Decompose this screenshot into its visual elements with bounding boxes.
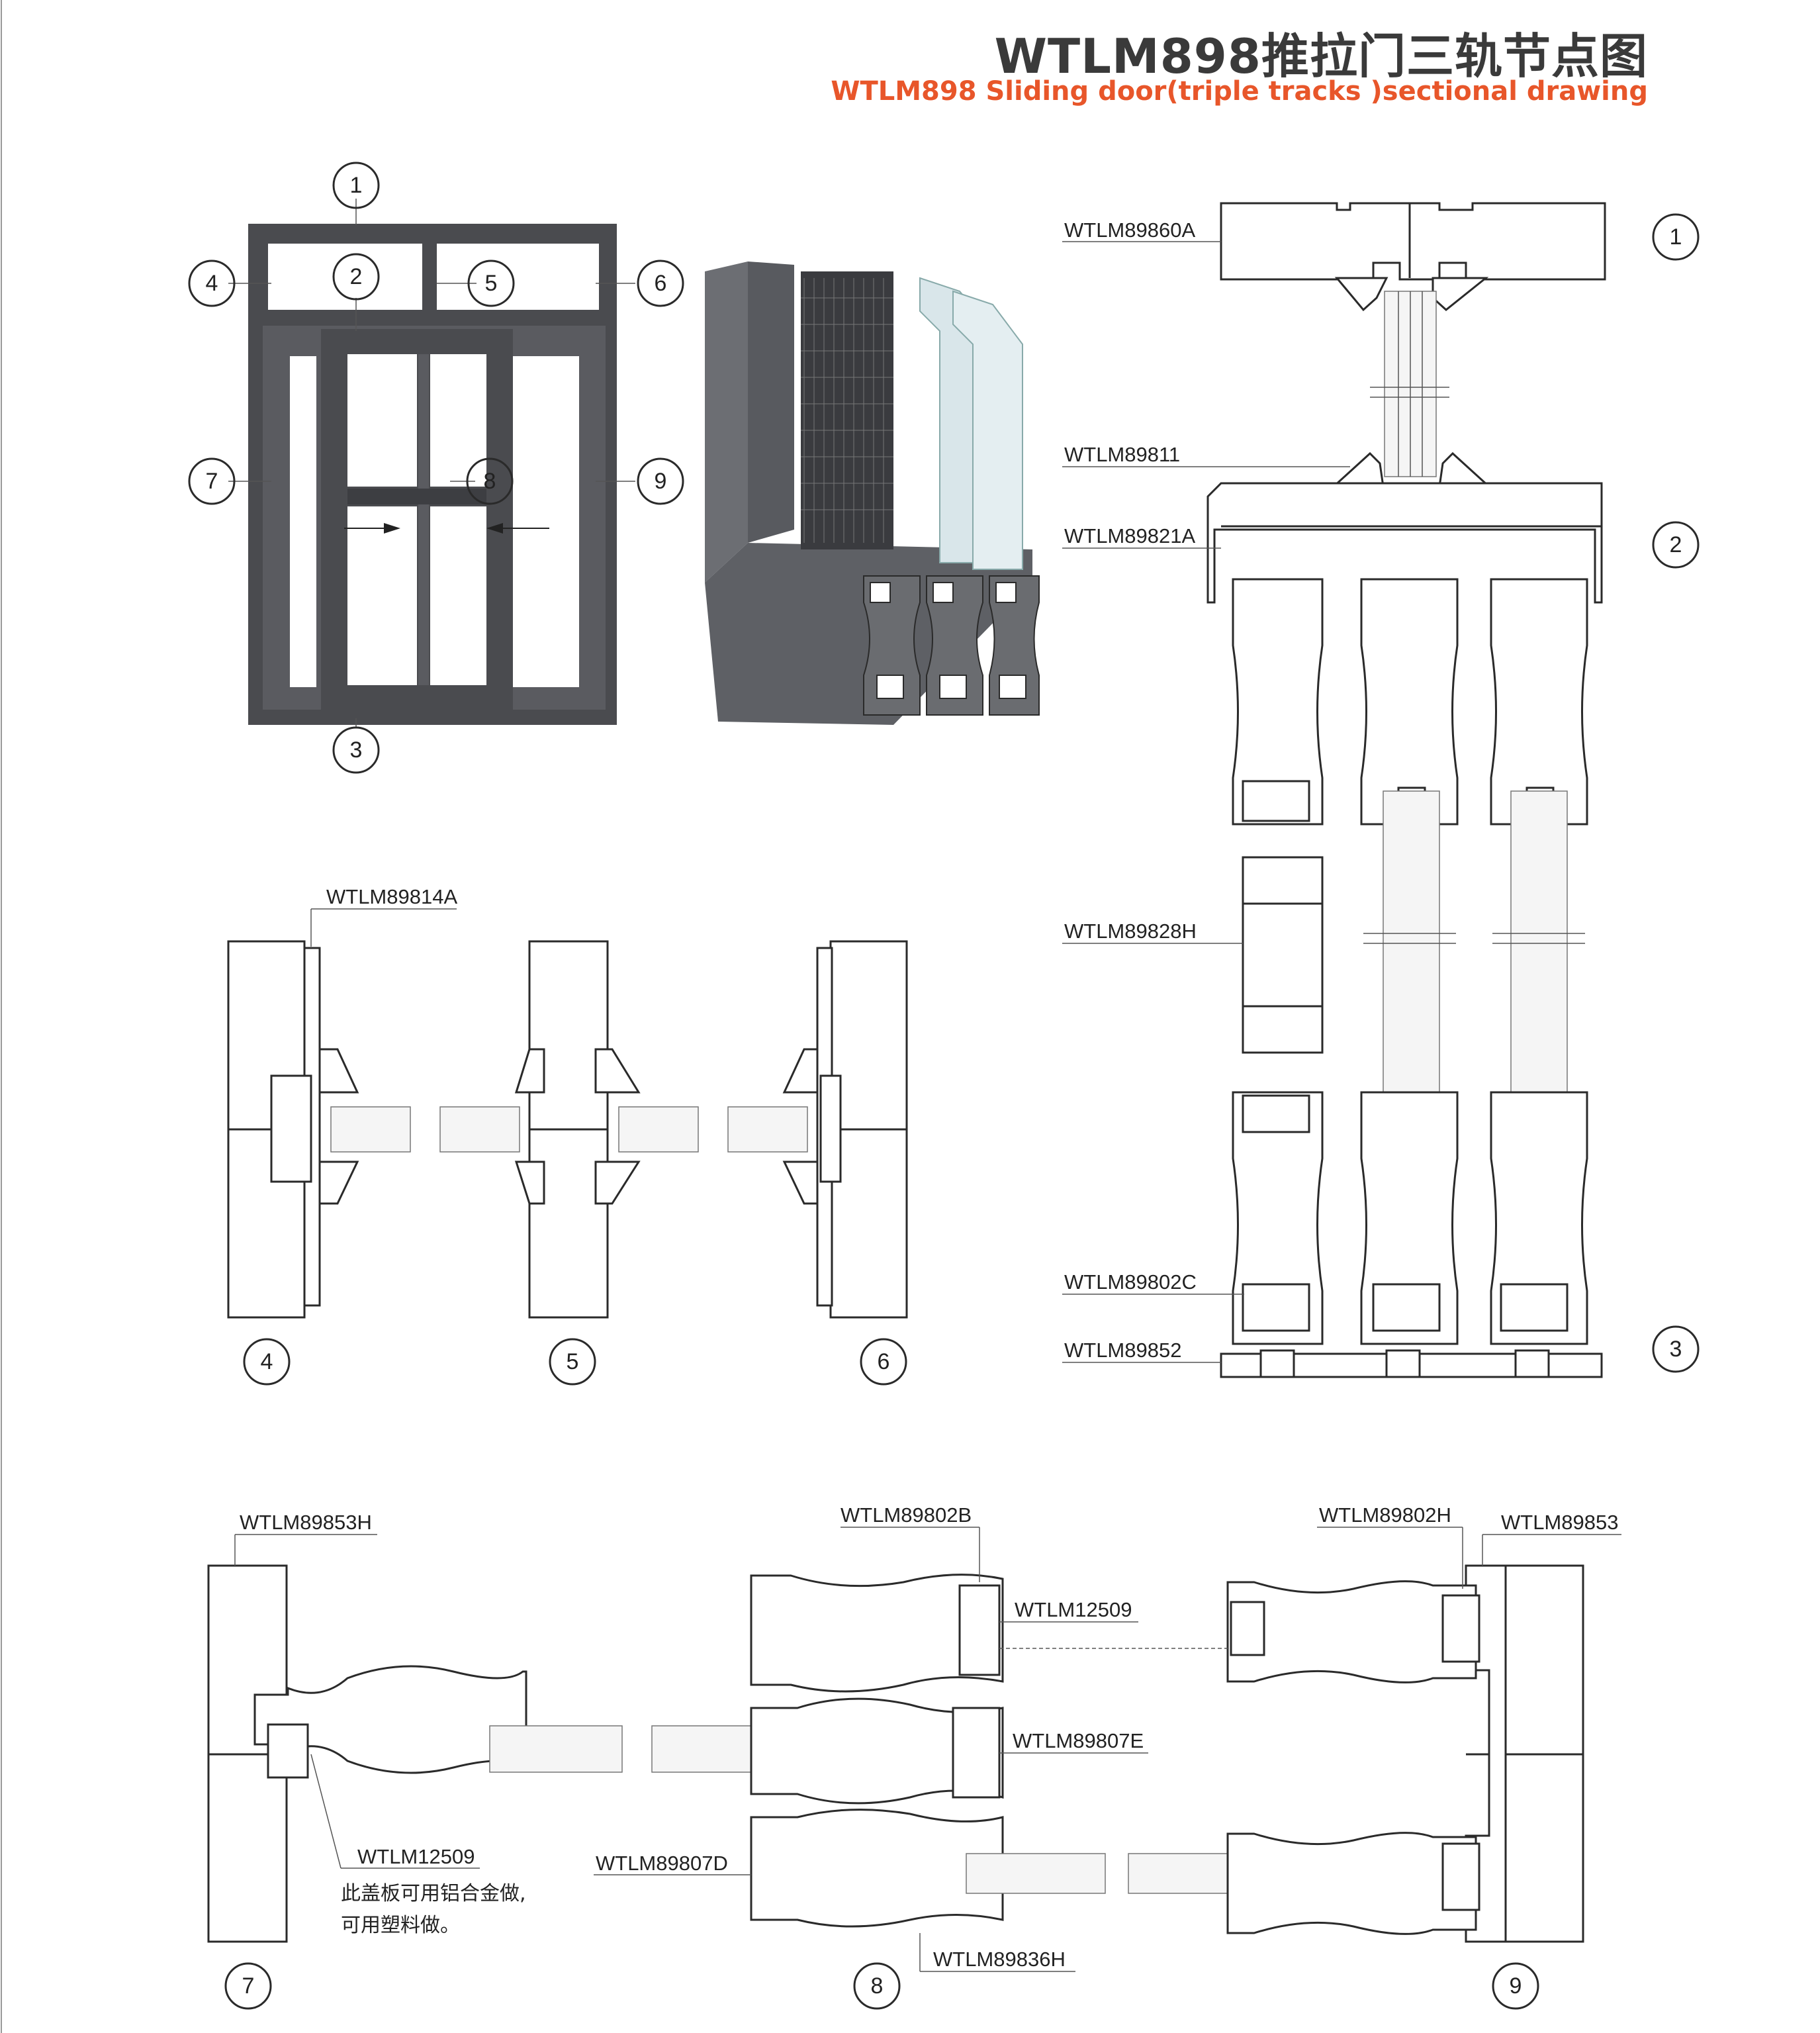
title-english: WTLM898 Sliding door(triple tracks )sect… [831, 76, 1648, 107]
callout-6: 6 [655, 271, 667, 296]
transom-sections: WTLM89814A 4 5 6 [227, 885, 908, 1386]
marker-4: 4 [261, 1349, 273, 1374]
callout-8: 8 [484, 469, 496, 494]
door-elevation: 1 4 2 5 6 7 8 9 3 [188, 162, 684, 774]
callout-9: 9 [655, 469, 667, 494]
callout-4: 4 [206, 271, 218, 296]
label-89853: WTLM89853 [1501, 1511, 1618, 1534]
label-89821A: WTLM89821A [1064, 524, 1195, 547]
vertical-section: WTLM89860A WTLM89811 WTLM89821A WTLM8982… [1062, 202, 1700, 1378]
label-89802C: WTLM89802C [1064, 1270, 1197, 1294]
horizontal-section: WTLM89853H WTLM12509 此盖板可用铝合金做, 可用塑料做。 W… [207, 1503, 1621, 2010]
note-line-2: 可用塑料做。 [341, 1914, 460, 1937]
label-89802H: WTLM89802H [1319, 1503, 1451, 1527]
title-chinese: WTLM898推拉门三轨节点图 [994, 28, 1648, 84]
label-89802B: WTLM89802B [841, 1503, 972, 1527]
marker-5: 5 [567, 1349, 579, 1374]
callout-3: 3 [350, 737, 363, 763]
label-89852: WTLM89852 [1064, 1339, 1181, 1362]
marker-3: 3 [1670, 1337, 1682, 1362]
callout-5: 5 [485, 271, 498, 296]
marker-6: 6 [878, 1349, 890, 1374]
label-89860A: WTLM89860A [1064, 218, 1195, 242]
label-89828H: WTLM89828H [1064, 920, 1197, 943]
marker-7: 7 [242, 1973, 255, 1999]
label-12509-mid: WTLM12509 [1015, 1598, 1132, 1621]
callout-1: 1 [350, 173, 363, 198]
label-89836H: WTLM89836H [933, 1948, 1066, 1971]
marker-1: 1 [1670, 224, 1682, 250]
label-89807E: WTLM89807E [1013, 1729, 1144, 1752]
callout-7: 7 [206, 469, 218, 494]
profile-3d-render [705, 261, 1040, 725]
label-89807D: WTLM89807D [596, 1852, 728, 1875]
marker-8: 8 [871, 1973, 884, 1999]
label-89811: WTLM89811 [1064, 443, 1180, 466]
note-line-1: 此盖板可用铝合金做, [341, 1882, 526, 1905]
label-89814A: WTLM89814A [326, 885, 457, 908]
label-12509-left: WTLM12509 [357, 1845, 475, 1868]
callout-2: 2 [350, 264, 363, 289]
label-89853H: WTLM89853H [240, 1511, 372, 1534]
marker-2: 2 [1670, 532, 1682, 557]
marker-9: 9 [1510, 1973, 1522, 1999]
